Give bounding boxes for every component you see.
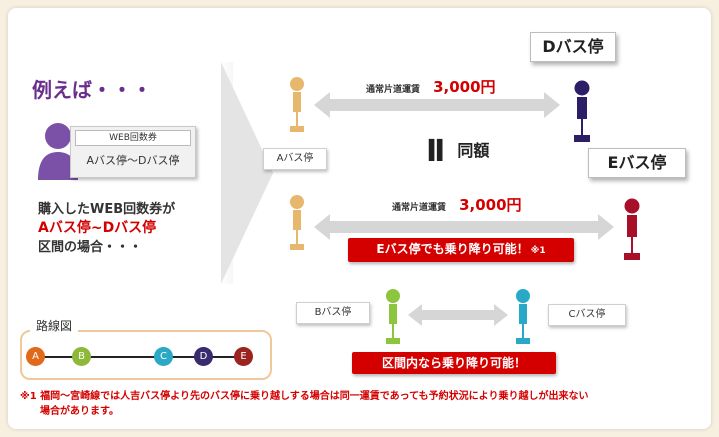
label-b-stop: Bバス停 <box>296 302 370 324</box>
ticket-route: Aバス停～Dバス停 <box>86 154 180 167</box>
fare-arrow-a-d <box>314 92 560 118</box>
footnote-mark: ※1 <box>20 391 37 402</box>
label-a-stop: Aバス停 <box>263 148 327 170</box>
bus-stop-c-icon <box>516 289 530 344</box>
footnote-text-2: 場合があります。 <box>40 406 119 417</box>
route-stop-e: E <box>234 347 253 366</box>
bus-stop-b-icon <box>386 289 400 344</box>
ticket-title: WEB回数券 <box>75 130 191 146</box>
footnote: ※1 福岡～宮崎線では人吉バス停より先のバス停に乗り越しする場合は同一運賃であっ… <box>20 389 706 419</box>
fare-2: 通常片道運賃 3,000円 <box>392 194 522 215</box>
bus-stop-a-bottom-icon <box>290 195 304 250</box>
route-stop-c: C <box>154 347 173 366</box>
bus-stop-a-top-icon <box>290 77 304 132</box>
route-stop-d: D <box>194 347 213 366</box>
label-e-stop: Eバス停 <box>588 148 686 178</box>
footnote-text-1: 福岡～宮崎線では人吉バス停より先のバス停に乗り越しする場合は同一運賃であっても予… <box>40 391 589 402</box>
fare-2-label: 通常片道運賃 <box>392 203 447 213</box>
route-map-title: 路線図 <box>30 318 79 334</box>
fare-1-label: 通常片道運賃 <box>366 85 421 95</box>
label-c-stop: Cバス停 <box>548 304 626 326</box>
notice-e-stop-mark: ※1 <box>530 246 546 256</box>
divider-chevron <box>221 62 273 284</box>
route-line <box>44 356 252 358</box>
arrow-b-c <box>408 304 508 326</box>
purchase-line-2: Aバス停~Dバス停 <box>38 220 157 236</box>
fare-1: 通常片道運賃 3,000円 <box>366 76 496 97</box>
example-heading: 例えば・・・ <box>32 78 152 102</box>
bus-stop-e-icon <box>624 198 640 260</box>
footnote-line-1: ※1 福岡～宮崎線では人吉バス停より先のバス停に乗り越しする場合は同一運賃であっ… <box>20 389 706 404</box>
person-icon <box>38 123 78 180</box>
fare-1-amount: 3,000円 <box>433 78 496 96</box>
web-ticket-card: WEB回数券 Aバス停～Dバス停 <box>70 126 196 178</box>
route-stop-b: B <box>72 347 91 366</box>
purchase-line-1: 購入したWEB回数券が <box>38 202 176 217</box>
fare-2-amount: 3,000円 <box>459 196 522 214</box>
notice-e-stop-text: Eバス停でも乗り降り可能！ <box>376 242 529 256</box>
same-fare: II 同額 <box>426 134 489 169</box>
label-d-stop: Dバス停 <box>530 32 616 62</box>
same-fare-text: 同額 <box>457 141 490 160</box>
notice-e-stop: Eバス停でも乗り降り可能！※1 <box>348 238 574 262</box>
purchase-text: 購入したWEB回数券が Aバス停~Dバス停 区間の場合・・・ <box>38 200 175 257</box>
panel: 例えば・・・ WEB回数券 Aバス停～Dバス停 購入したWEB回数券が Aバス停… <box>8 8 711 429</box>
purchase-line-3: 区間の場合・・・ <box>38 240 143 255</box>
route-stop-a: A <box>26 347 45 366</box>
fare-arrow-a-e <box>314 214 614 240</box>
notice-within-section: 区間内なら乗り降り可能！ <box>352 352 556 374</box>
route-map-box <box>20 330 272 380</box>
same-fare-symbol: II <box>426 134 445 169</box>
bus-stop-d-icon <box>574 80 590 142</box>
